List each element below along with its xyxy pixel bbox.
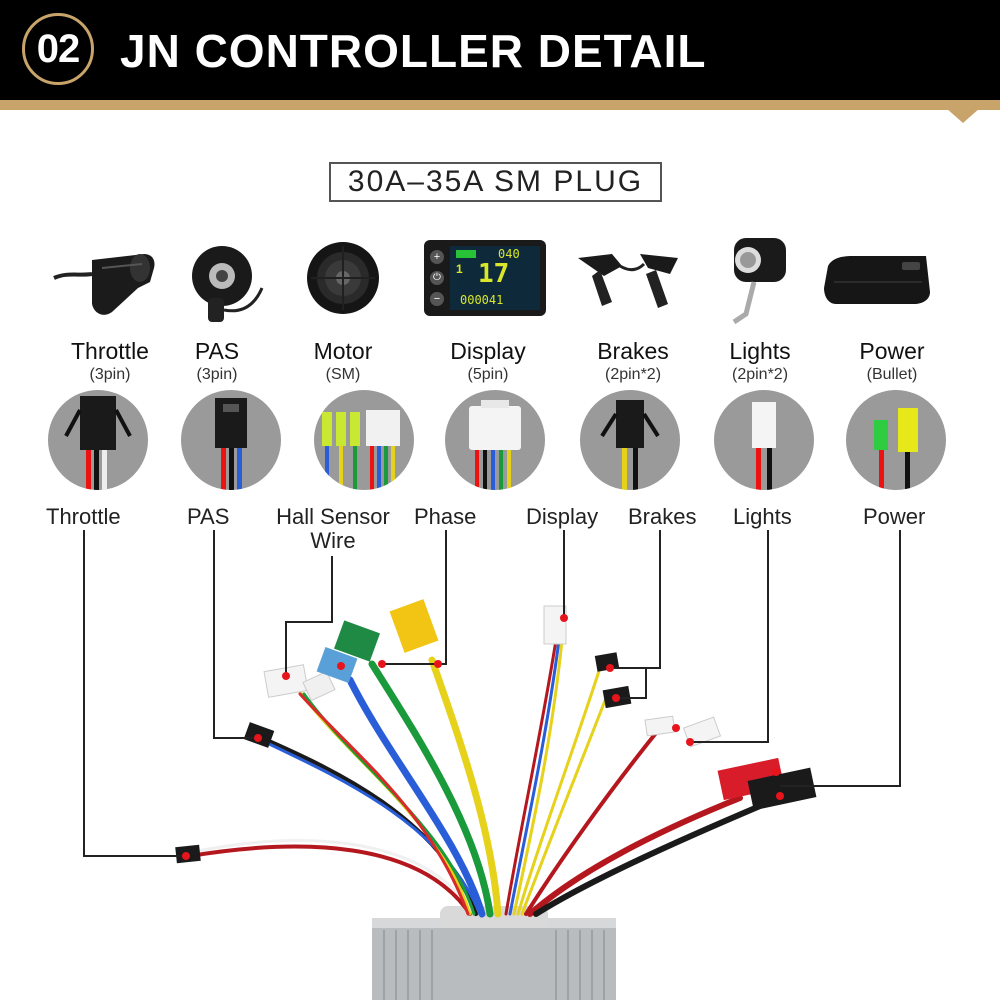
- header-bar: 02 JN CONTROLLER DETAIL: [0, 0, 1000, 100]
- power-connector-circle: [846, 390, 946, 490]
- headlight-icon: [732, 238, 786, 325]
- brakes-connector-circle: [580, 390, 680, 490]
- display-odometer: 000041: [460, 293, 504, 307]
- label-hall-sensor: Hall Sensor Wire: [276, 504, 390, 553]
- display-speed-big: 17: [478, 259, 510, 289]
- display-screen: 040 1 17 000041: [450, 246, 540, 310]
- label-brakes: Brakes: [628, 504, 697, 529]
- throttle-icon: [53, 254, 155, 315]
- category-brakes: Brakes (2pin*2): [597, 338, 669, 383]
- plug-title-box: 30A–35A SM PLUG: [329, 162, 662, 202]
- lights-connector-circle: [714, 390, 814, 490]
- brake-levers-icon: [578, 254, 678, 308]
- category-pas: PAS (3pin): [194, 338, 240, 383]
- motor-connector-icon: [322, 410, 400, 490]
- display-connector-icon: [469, 400, 521, 490]
- section-badge: 02: [22, 13, 94, 85]
- category-motor: Motor (SM): [313, 338, 373, 383]
- motor-icon: [307, 242, 379, 314]
- label-phase: Phase: [414, 504, 477, 529]
- power-connector-icon: [874, 408, 918, 490]
- display-level: 1: [456, 262, 463, 276]
- pas-sensor-icon: [192, 246, 264, 322]
- marker-dots: [182, 614, 784, 860]
- label-throttle: Throttle: [46, 504, 121, 529]
- throttle-connector-circle: [48, 390, 148, 490]
- display-connector-circle: [445, 390, 545, 490]
- category-lights: Lights (2pin*2): [729, 338, 791, 383]
- pas-connector-icon: [215, 398, 247, 490]
- chevron-down-icon: [946, 108, 980, 123]
- battery-pack-icon: [824, 256, 930, 304]
- power-plugs: [717, 757, 817, 811]
- plus-icon: +: [430, 250, 444, 264]
- category-throttle: Throttle (3pin): [71, 338, 149, 383]
- motor-connector-circle: [314, 390, 414, 490]
- display-unit: + ⏻ − 040 1 17 000041: [424, 240, 546, 316]
- pas-connector-circle: [181, 390, 281, 490]
- power-icon: ⏻: [430, 271, 444, 285]
- leader-lines: [83, 530, 901, 857]
- controller-body: [372, 906, 616, 1000]
- throttle-connector-icon: [64, 396, 132, 490]
- label-display: Display: [526, 504, 599, 529]
- battery-icon: [456, 250, 476, 258]
- category-power: Power (Bullet): [859, 338, 925, 383]
- minus-icon: −: [430, 292, 444, 306]
- display-speed-top: 040: [498, 247, 520, 261]
- page-title: JN CONTROLLER DETAIL: [120, 25, 707, 77]
- hall-sensor-plug: [263, 664, 336, 702]
- category-display: Display (5pin): [450, 338, 526, 383]
- display-plug: [543, 605, 567, 645]
- lights-connector-icon: [752, 402, 776, 490]
- label-lights: Lights: [733, 504, 792, 529]
- label-pas: PAS: [187, 504, 230, 529]
- label-power: Power: [863, 504, 926, 529]
- wire-bundle: [188, 638, 763, 918]
- brakes-connector-icon: [600, 400, 660, 490]
- gold-divider: [0, 100, 1000, 110]
- phase-plugs: [316, 599, 439, 684]
